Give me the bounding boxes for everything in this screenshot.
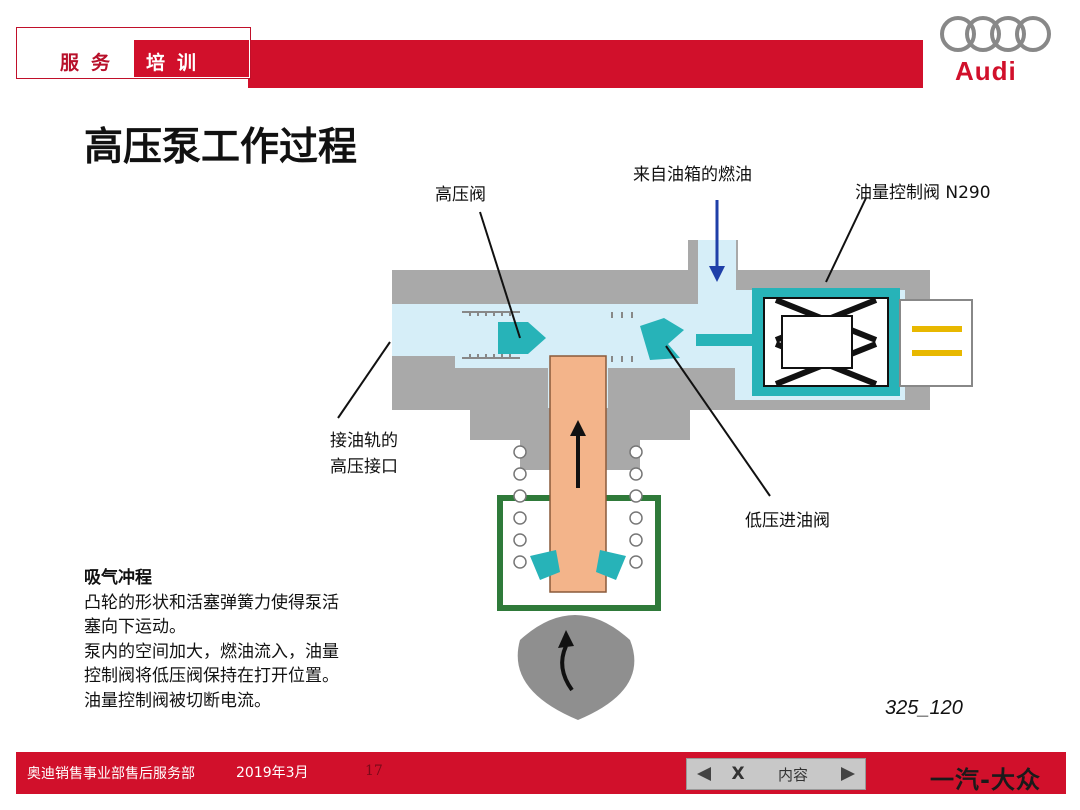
label-rail-connection-line2: 高压接口 <box>330 457 398 477</box>
header-label-box-fill <box>134 40 249 77</box>
triangle-right-icon <box>841 767 855 781</box>
electrical-connector <box>899 299 973 387</box>
header-bar <box>248 40 923 88</box>
description-heading: 吸气冲程 <box>84 568 152 588</box>
contents-button[interactable]: 内容 <box>777 765 808 784</box>
solenoid-coil-icon <box>752 288 900 396</box>
lp-spring-icon <box>611 312 633 362</box>
description-line: 泵内的空间加大，燃油流入，油量 <box>84 641 339 662</box>
page-title: 高压泵工作过程 <box>84 125 358 170</box>
header-word-training: 培训 <box>146 52 209 74</box>
label-rail-connection-line1: 接油轨的 <box>330 431 398 451</box>
label-fuel-from-tank: 来自油箱的燃油 <box>633 165 752 185</box>
label-low-pressure-valve: 低压进油阀 <box>745 511 830 531</box>
label-fuel-control-valve: 油量控制阀 N290 <box>855 183 991 203</box>
footer-brand-logo: 一汽-大众 <box>930 766 1041 794</box>
cam-lobe <box>517 615 635 720</box>
description-line: 凸轮的形状和活塞弹簧力使得泵活 <box>84 592 339 613</box>
description-block: 吸气冲程 凸轮的形状和活塞弹簧力使得泵活 塞向下运动。 泵内的空间加大，燃油流入… <box>84 566 424 713</box>
triangle-left-icon <box>697 767 711 781</box>
next-slide-button[interactable] <box>831 759 865 789</box>
label-rail-connection: 接油轨的 高压接口 <box>330 428 398 480</box>
description-line: 控制阀将低压阀保持在打开位置。 <box>84 666 339 686</box>
footer-navigation: X 内容 <box>686 758 866 790</box>
footer-department: 奥迪销售事业部售后服务部 <box>27 766 195 782</box>
prev-slide-button[interactable] <box>687 759 721 789</box>
audi-rings-logo <box>940 16 1051 52</box>
low-pressure-valve <box>640 318 684 360</box>
cam-rotation-arrow-icon <box>558 630 574 692</box>
description-line: 油量控制阀被切断电流。 <box>84 690 271 711</box>
footer-page-number: 17 <box>365 763 383 779</box>
spring-icon <box>462 311 520 359</box>
piston-seal <box>530 550 626 580</box>
pump-diagram <box>337 197 973 720</box>
figure-number: 325_120 <box>885 697 963 719</box>
audi-logo-text: Audi <box>955 56 1017 86</box>
header-word-service: 服务 <box>60 52 123 74</box>
description-line: 塞向下运动。 <box>84 617 186 637</box>
piston-spring-icon <box>513 445 643 569</box>
label-high-pressure-valve: 高压阀 <box>435 185 486 205</box>
footer-date: 2019年3月 <box>236 765 309 781</box>
high-pressure-valve <box>498 322 546 354</box>
leader-lines <box>337 197 867 497</box>
plunger-arrow-up-icon <box>570 420 586 488</box>
fuel-flow-arrow-icon <box>709 200 725 282</box>
footer-bar <box>16 752 1066 794</box>
close-button[interactable]: X <box>731 764 745 784</box>
